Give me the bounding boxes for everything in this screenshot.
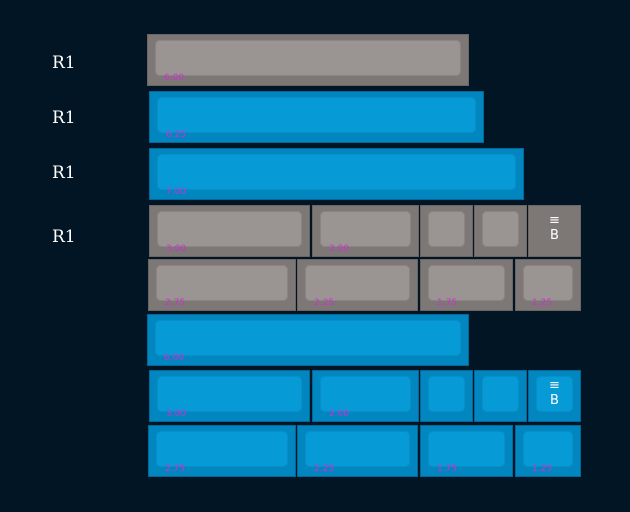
- key-size-label: 3.00: [166, 244, 187, 254]
- keycap-top: [536, 376, 573, 412]
- key-size-label: 1.25: [532, 298, 553, 308]
- key-size-label: 2.00: [329, 409, 350, 419]
- keycap-top: [523, 431, 573, 467]
- keycap-top: [428, 265, 505, 301]
- key-size-label: 2.75: [165, 298, 186, 308]
- keycap-top: [428, 376, 465, 412]
- key-2u-gray[interactable]: 2.00: [312, 205, 419, 257]
- key-1-25u-blue[interactable]: 1.25: [515, 425, 581, 477]
- menu-icon: ≡ B: [549, 378, 560, 408]
- key-size-label: 2.75: [165, 464, 186, 474]
- keycap-top: [428, 211, 465, 247]
- keycap-top: [305, 265, 410, 301]
- key-size-label: 6.00: [164, 73, 185, 83]
- key-2-25u-gray[interactable]: 2.25: [297, 259, 418, 311]
- key-6u-blue[interactable]: 6.00: [147, 314, 469, 366]
- keycap-top: [156, 265, 288, 301]
- row-label: R1: [52, 108, 76, 128]
- keycap-top: [157, 211, 302, 247]
- key-1-75u-gray[interactable]: 1.75: [420, 259, 513, 311]
- keycap-top: [482, 376, 519, 412]
- row-label: R1: [52, 163, 76, 183]
- key-2-25u-blue[interactable]: 2.25: [297, 425, 418, 477]
- key-2u-blue[interactable]: 2.00: [312, 370, 419, 422]
- key-size-label: 6.25: [166, 130, 187, 140]
- key-size-label: 2.00: [329, 244, 350, 254]
- key-6u-gray[interactable]: 6.00: [147, 34, 469, 86]
- keycap-top: [157, 97, 476, 133]
- key-1u-blue[interactable]: [420, 370, 473, 422]
- key-size-label: 6.00: [164, 353, 185, 363]
- keycap-top: [157, 154, 516, 190]
- key-2-75u-gray[interactable]: 2.75: [148, 259, 296, 311]
- keycap-top: [523, 265, 573, 301]
- key-menu-gray[interactable]: ≡ B: [528, 205, 581, 257]
- keycap-top: [428, 431, 505, 467]
- keycap-top: [155, 320, 461, 356]
- key-size-label: 2.25: [314, 298, 335, 308]
- key-7u-blue[interactable]: 7.00: [149, 148, 524, 200]
- keycap-top: [482, 211, 519, 247]
- key-1u-gray[interactable]: [420, 205, 473, 257]
- key-size-label: 2.25: [314, 464, 335, 474]
- key-2-75u-blue[interactable]: 2.75: [148, 425, 296, 477]
- key-size-label: 1.75: [437, 464, 458, 474]
- key-1-25u-gray[interactable]: 1.25: [515, 259, 581, 311]
- key-size-label: 1.25: [532, 464, 553, 474]
- keycap-top: [305, 431, 410, 467]
- keycap-top: [155, 40, 461, 76]
- key-menu-blue[interactable]: ≡ B: [528, 370, 581, 422]
- key-size-label: 7.00: [166, 187, 187, 197]
- keycap-top: [320, 376, 411, 412]
- key-1-75u-blue[interactable]: 1.75: [420, 425, 513, 477]
- keycap-top: [156, 431, 288, 467]
- key-6-25u-blue[interactable]: 6.25: [149, 91, 484, 143]
- row-label: R1: [52, 53, 76, 73]
- key-size-label: 3.00: [166, 409, 187, 419]
- keycap-top: [157, 376, 302, 412]
- key-3u-blue[interactable]: 3.00: [149, 370, 310, 422]
- key-3u-gray[interactable]: 3.00: [149, 205, 310, 257]
- key-1u-gray[interactable]: [474, 205, 527, 257]
- key-size-label: 1.75: [437, 298, 458, 308]
- key-1u-blue[interactable]: [474, 370, 527, 422]
- keycap-top: [320, 211, 411, 247]
- row-label: R1: [52, 227, 76, 247]
- menu-icon: ≡ B: [549, 213, 560, 243]
